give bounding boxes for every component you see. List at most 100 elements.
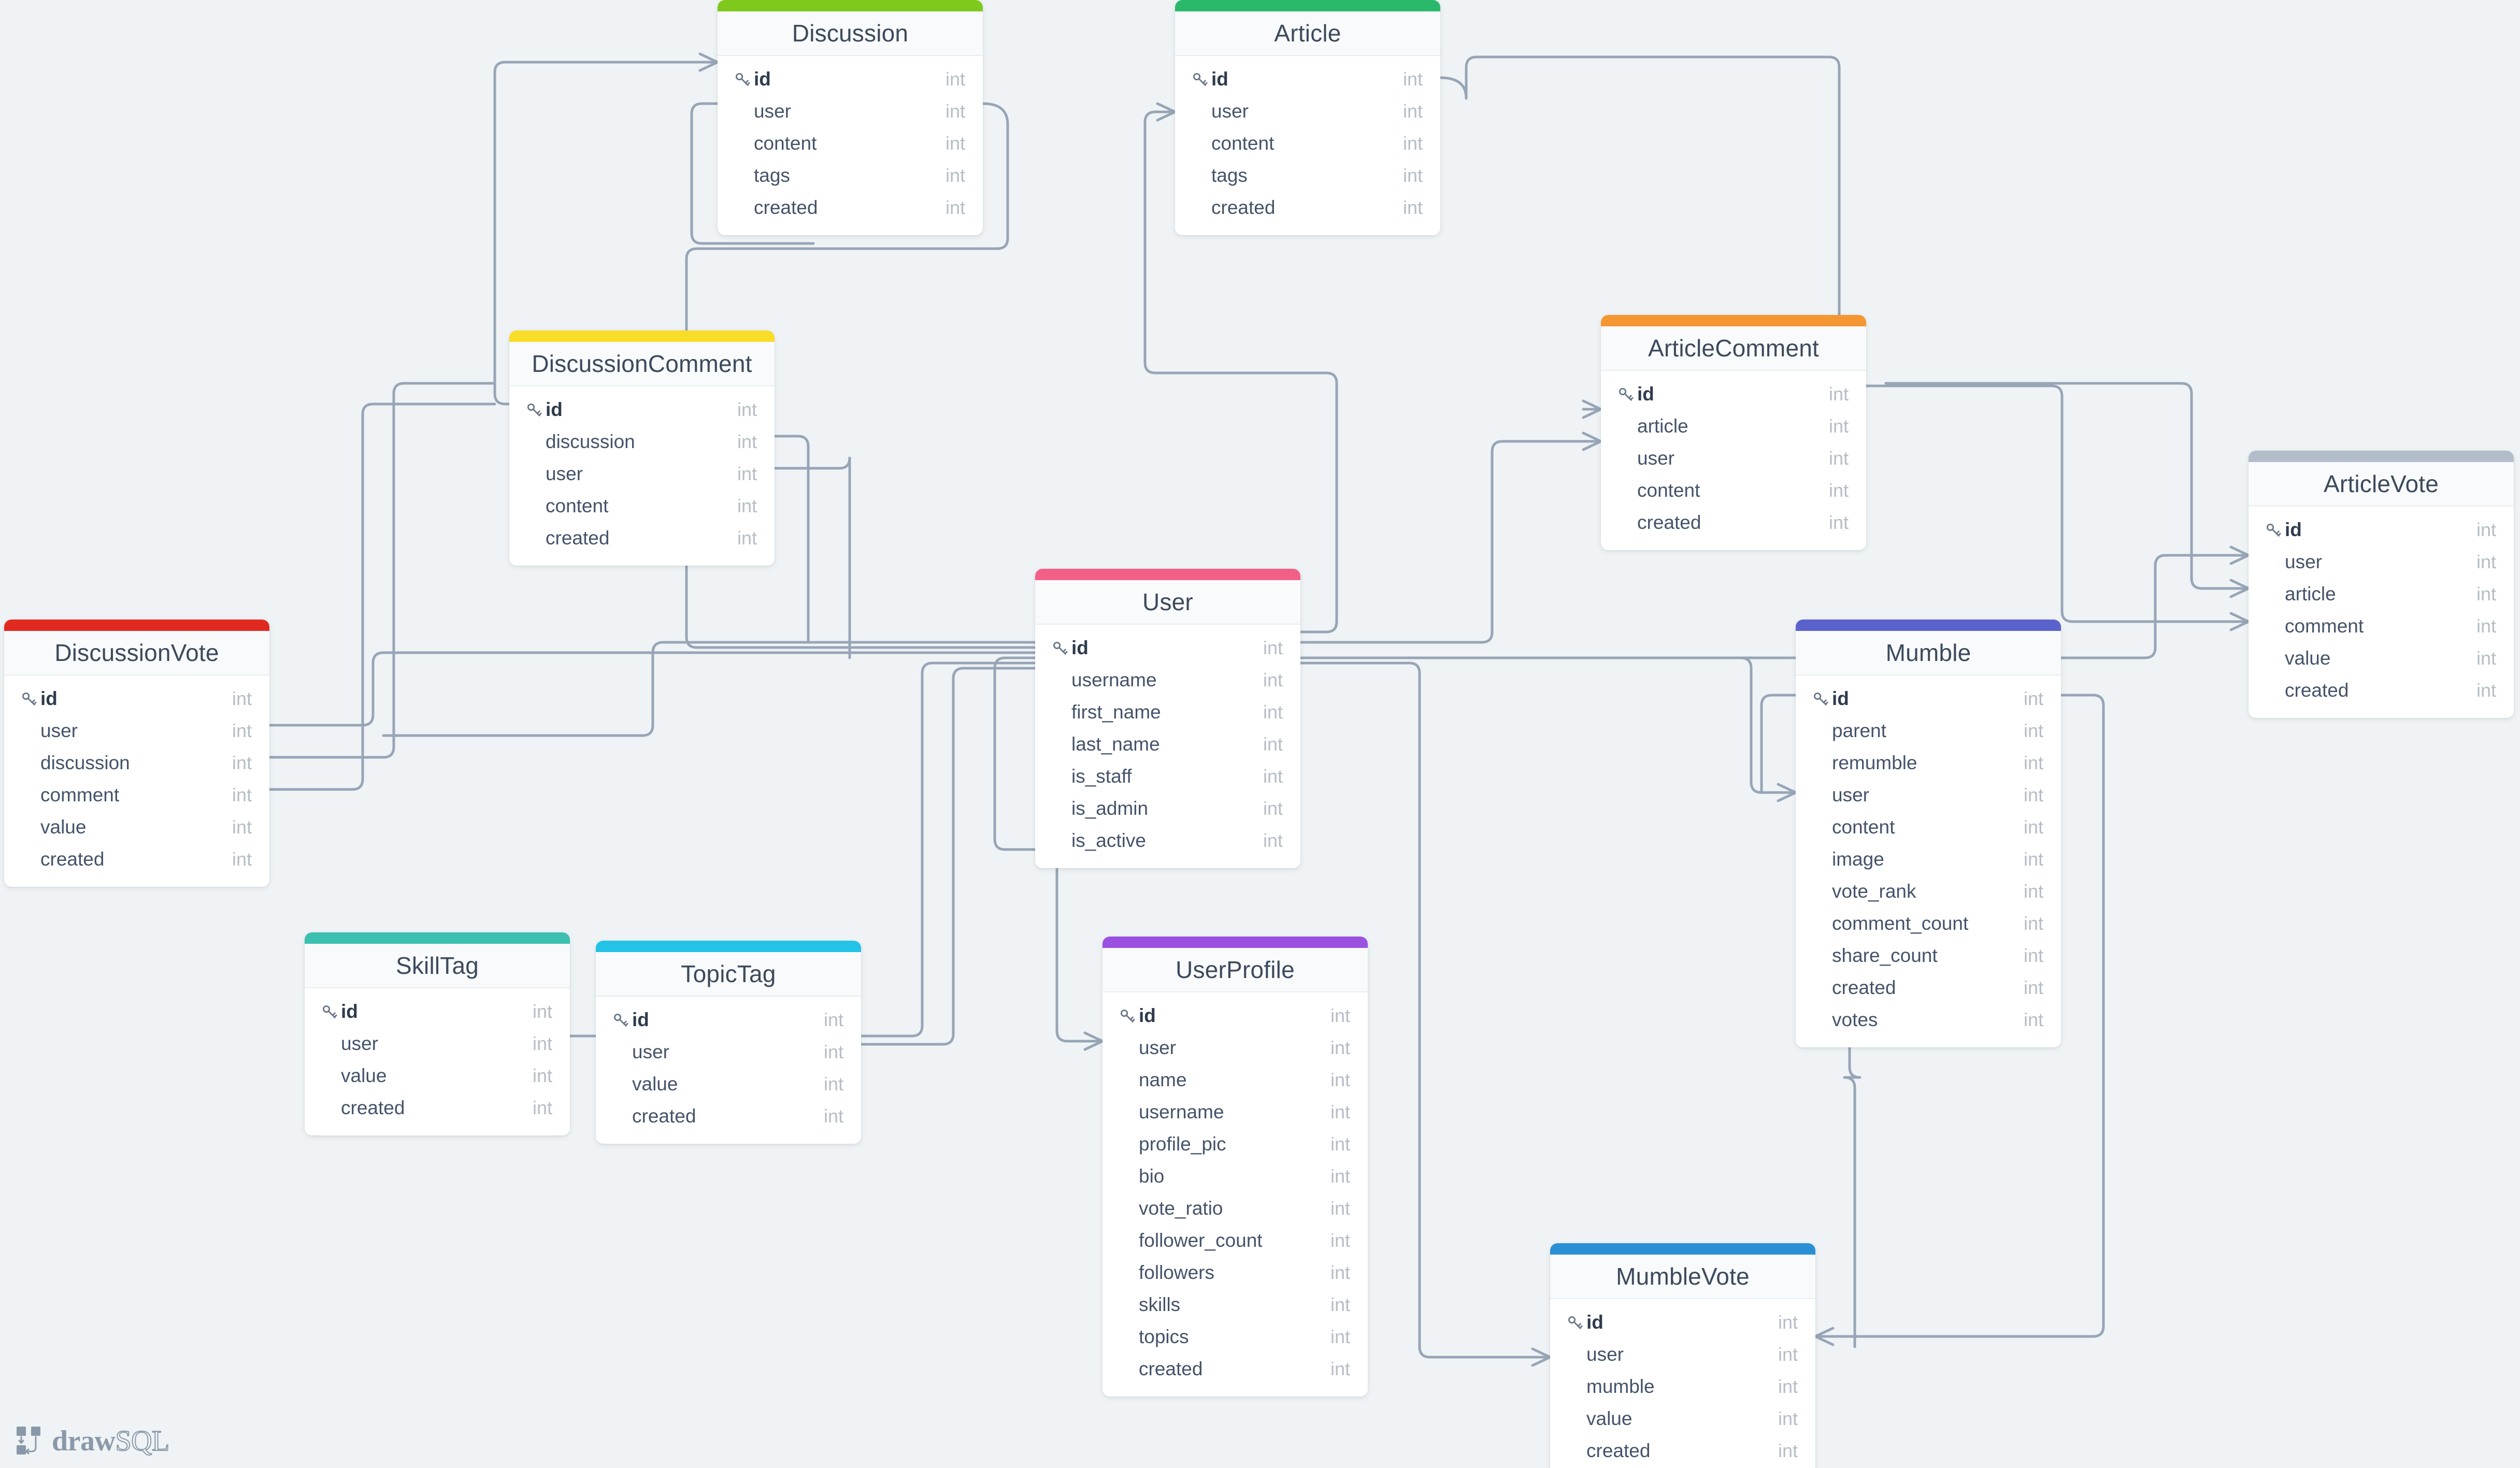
column-name: share_count (1832, 945, 1938, 966)
column-name: user (341, 1033, 378, 1054)
column-type: int (532, 1097, 552, 1118)
column-name: created (1211, 197, 1276, 218)
column-type: int (1828, 415, 1849, 437)
column-name: remumble (1832, 752, 1917, 773)
column-type: int (1828, 448, 1849, 469)
primary-key-icon (1811, 690, 1832, 708)
column-name: content (1832, 816, 1895, 838)
brand-sql: SQL (114, 1425, 170, 1457)
column-name: name (1139, 1069, 1187, 1090)
